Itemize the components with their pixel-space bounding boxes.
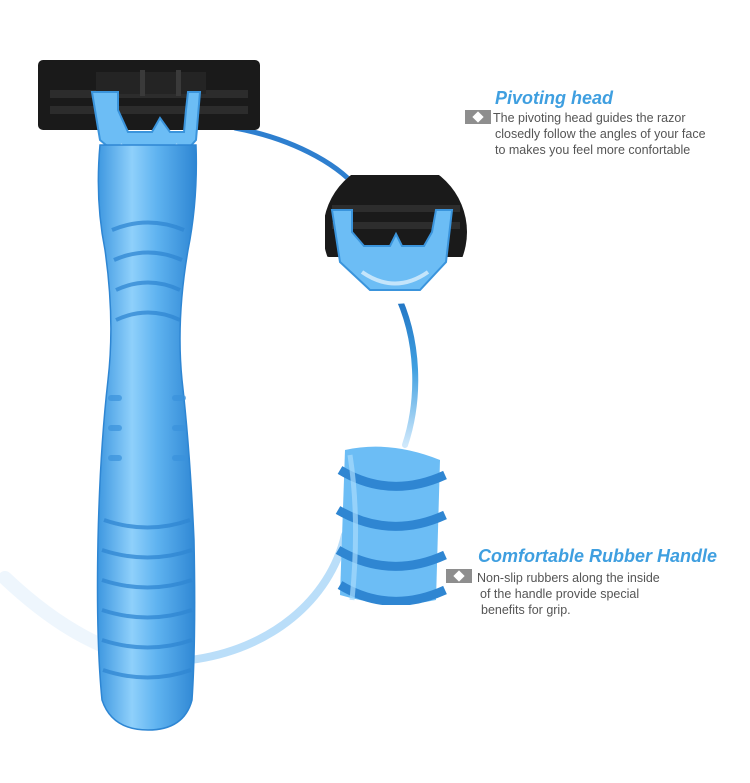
pivoting-head-title: Pivoting head xyxy=(495,88,614,108)
pivoting-head-line-1: The pivoting head guides the razor xyxy=(493,111,686,125)
pivoting-head-line-3: to makes you feel more confortable xyxy=(495,143,691,157)
razor-blade-head xyxy=(38,60,260,130)
razor-side-nubs xyxy=(108,395,186,461)
zoom-rubber-handle xyxy=(335,446,447,605)
razor-grip-ridges xyxy=(101,220,193,680)
rubber-handle-line-3: benefits for grip. xyxy=(481,603,571,617)
rubber-handle-line-1: Non-slip rubbers along the inside xyxy=(477,571,660,585)
diamond-bullet-icon xyxy=(446,569,472,583)
rubber-handle-title: Comfortable Rubber Handle xyxy=(478,546,718,566)
zoom-pivoting-head xyxy=(323,160,467,304)
rubber-handle-line-2: of the handle provide special xyxy=(480,587,640,601)
pivoting-head-line-2: closedly follow the angles of your face xyxy=(495,127,706,141)
diamond-bullet-icon xyxy=(465,110,491,124)
razor xyxy=(38,60,260,731)
